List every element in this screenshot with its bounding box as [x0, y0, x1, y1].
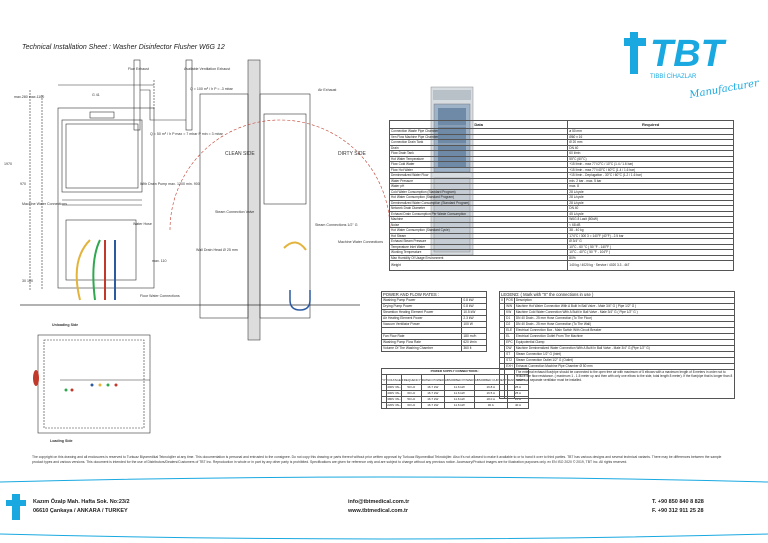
weight-value: 4020 kg: [581, 263, 593, 268]
front-lower-panel: [65, 219, 137, 281]
page-title: Technical Installation Sheet : Washer Di…: [22, 44, 225, 51]
supply-cell: 11.6 kW: [443, 402, 475, 409]
power-param: Volume Of The Washing Chamber: [380, 345, 463, 352]
footer-phone: T. +90 850 840 8 828: [652, 499, 704, 505]
label-water-hose: Water Hose: [133, 222, 152, 226]
label-steam-connection: Steam Connections 1/2'' G: [315, 223, 358, 227]
front-door-window: [61, 119, 143, 193]
address-line-1: Kazım Özalp Mah. Hafta Sok. No:23/2: [33, 499, 130, 505]
footer-website[interactable]: www.tbtmedical.com.tr: [348, 508, 409, 514]
label-dim-height: 1970: [4, 162, 12, 166]
weight-row: Weight 140 kg / 4020 kg · Service / 4020…: [388, 260, 734, 271]
supply-col-header: RATED POWER: [420, 374, 445, 385]
weight-value: 4020 3.3 - 4kT: [609, 263, 630, 268]
label-loading-side: Loading Side: [50, 439, 73, 443]
supply-cell: 400V 3N~: [386, 390, 402, 397]
supply-cell: 220V 3N~: [386, 402, 402, 409]
label-dim-top: max.280 max.1100: [14, 95, 44, 99]
logo-cross-top: [630, 32, 638, 40]
address-line-2: 06610 Çankaya / ANKARA / TURKEY: [33, 508, 128, 514]
label-machine-water-right: Machine Water Connections: [338, 240, 383, 244]
supply-col-header: ABSORBED POWER: [443, 374, 475, 385]
label-dim-max-flow: Q = 50 m³ / h P max = 7 mbar P min = 3 m…: [150, 132, 224, 136]
data-table: Data Required Connection Waste Pipe Cham…: [388, 120, 734, 271]
supply-cell: 400V 3N~: [386, 384, 402, 391]
label-available-ventilation: Available Ventilation Exhaust: [184, 67, 230, 71]
footer-email[interactable]: info@tbtmedical.com.tr: [348, 499, 410, 505]
legend-table: LEGEND: ( Mark with "X" the connections …: [498, 291, 736, 399]
front-control-panel: [89, 111, 115, 119]
copyright-notice: The copyright on this drawing and all en…: [32, 455, 722, 464]
weight-value: 140 kg: [569, 263, 579, 268]
label-dim-base: max. 110: [152, 259, 167, 263]
label-dim-g41: G 41: [92, 93, 100, 97]
label-dim-mid: 970: [20, 182, 26, 186]
supply-cell: 40 A: [506, 402, 530, 409]
footer-band: [0, 476, 768, 540]
weight-values: 140 kg / 4020 kg · Service / 4020 3.3 - …: [567, 260, 734, 271]
label-clean-side: CLEAN SIDE: [225, 151, 255, 157]
label-dirty-side: DIRTY SIDE: [338, 151, 367, 157]
plan-view-outline: [37, 334, 151, 434]
label-machine-water: Machine Water Connections: [22, 202, 67, 206]
label-dim-bottom: 30 100: [22, 279, 33, 283]
supply-checkbox[interactable]: [380, 402, 388, 409]
data-col-header: Data: [388, 120, 569, 129]
label-drain-pump: With Drain Pump max. 1200 min. 900: [140, 182, 200, 186]
supply-cell: 30 A: [473, 402, 508, 409]
supply-col-header: FREQUENCY: [400, 374, 422, 385]
footer-fax: F. +90 312 911 25 28: [652, 508, 704, 514]
power-value: 360 lt: [461, 345, 487, 352]
required-col-header: Required: [567, 120, 734, 129]
supply-col-header: VOLTAGE: [386, 374, 402, 385]
wall-section: [247, 59, 261, 341]
tbt-logo: TBT TIBBİ CİHAZLAR Manufacturer Engineer: [624, 32, 762, 101]
logo-wordmark: TBT: [650, 33, 727, 75]
steam-connection-marker: [33, 370, 39, 386]
label-unloading-side: Unloading Side: [52, 323, 78, 327]
label-dim-exhaust: Q = 100 m³ / h P = -3 mbar: [190, 87, 234, 91]
label-flue-exhaust: Flue Exhaust: [128, 67, 149, 71]
weight-value: Service: [595, 263, 607, 268]
supply-cell: 380V 3N~: [386, 396, 402, 403]
logo-cross-stem: [630, 44, 638, 74]
legend-note: The external exhaust flue/pipe should be…: [513, 369, 736, 399]
label-floor-water: Floor Water Connections: [140, 294, 180, 298]
label-wall-drain: Wall Drain Head Ø 25 mm: [196, 248, 238, 252]
weight-label: Weight: [388, 260, 569, 271]
front-door-inner: [65, 123, 139, 189]
label-steam-valve: Steam Connection Valve: [215, 210, 254, 214]
logo-subtitle: TIBBİ CİHAZLAR: [650, 73, 697, 80]
logo-cross-bar: [624, 38, 646, 46]
supply-cell: 60 Hz: [400, 402, 422, 409]
label-air-exhaust: Air Exhaust: [318, 88, 336, 92]
supply-cell: 16.7 kW: [420, 402, 445, 409]
footer-cross-icon: [6, 494, 26, 520]
power-flow-table: POWER AND FLOW RATES : Washing Pump Powe…: [380, 291, 487, 352]
